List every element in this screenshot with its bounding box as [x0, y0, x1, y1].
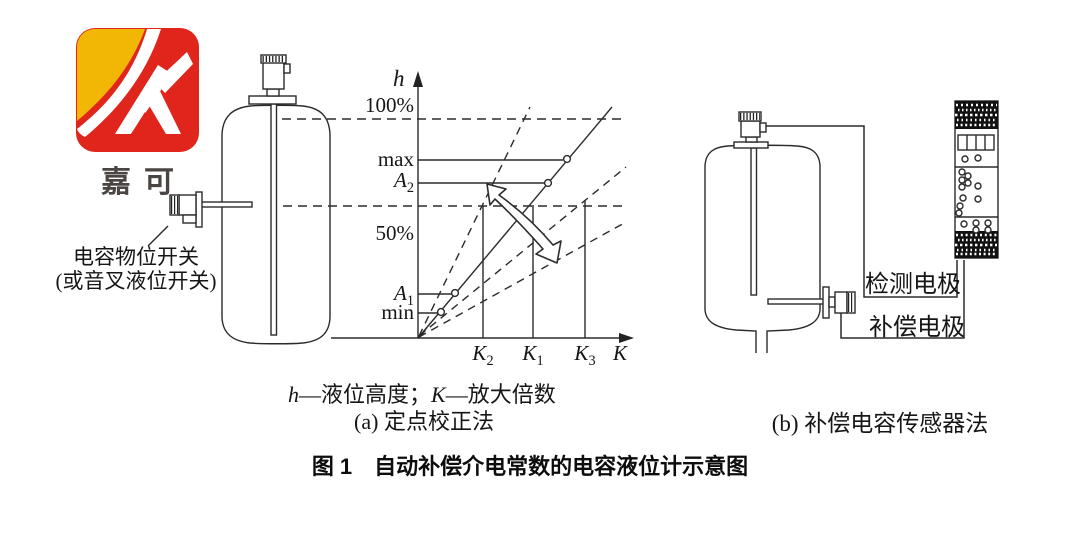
logo-text: 嘉可: [101, 166, 187, 199]
left-tank: [147, 54, 626, 345]
line-k1-solid: [417, 106, 613, 339]
compensation-electrode-wire: [840, 260, 965, 339]
tick-50pct: 50%: [375, 221, 415, 245]
transmitter-head: [248, 54, 297, 105]
jiake-logo: [75, 27, 200, 153]
switch-label-line1: 电容物位开关: [73, 245, 199, 269]
side-level-switch: [147, 191, 253, 247]
a2-point: [543, 178, 553, 188]
tick-min: min: [381, 300, 414, 324]
switch-label-line2: (或音叉液位开关): [55, 269, 217, 293]
shift-double-arrow: [486, 183, 562, 264]
logo-swoosh: [77, 29, 161, 137]
side-compensation-sensor: [767, 286, 856, 319]
tick-100pct: 100%: [365, 93, 414, 117]
tick-a2: A2: [394, 168, 414, 197]
caption-b: (b) 补偿电容传感器法: [771, 411, 989, 436]
sensor-flange: [822, 286, 830, 319]
figure-number: 图 1: [311, 454, 353, 479]
probe-rod: [270, 103, 278, 336]
probe-rod: [750, 147, 758, 296]
caption-a: (a) 定点校正法: [354, 409, 494, 434]
logo-yellow-wedge: [77, 29, 145, 121]
right-tank: [704, 100, 999, 353]
line-k2-dashed: [418, 106, 531, 337]
transmitter-head: [733, 111, 769, 149]
capacitance-switch-label: 电容物位开关 (或音叉液位开关): [47, 245, 225, 293]
tank-outline: [704, 144, 821, 353]
head-nub: [283, 63, 291, 74]
sensor-body: [834, 291, 848, 314]
detect-electrode-label: 检测电极: [865, 272, 961, 298]
calibration-graph: [331, 71, 634, 343]
compensation-electrode-label: 补偿电极: [869, 315, 965, 341]
head-step: [745, 136, 758, 143]
module-terminals: [955, 154, 992, 234]
module-bottom-speckle: [955, 233, 997, 256]
min-point: [436, 307, 446, 317]
head-body: [740, 120, 761, 138]
sensor-rod: [767, 298, 825, 305]
max-point: [562, 154, 572, 164]
module-top-speckle: [955, 103, 997, 127]
sensor-neck: [828, 296, 836, 308]
line-k3-dashed: [418, 166, 627, 337]
tick-k3: K3: [574, 341, 596, 370]
tick-a1: A1: [394, 281, 414, 310]
detect-electrode-wire: [766, 125, 958, 298]
logo-k-notch: [131, 112, 157, 134]
y-axis-title: h: [393, 66, 405, 91]
line-extra-dashed: [418, 221, 627, 338]
a1-point: [450, 288, 460, 298]
y-axis-arrowhead: [413, 71, 423, 87]
head-nub: [759, 122, 767, 133]
head-body: [262, 61, 285, 90]
head-flange: [248, 95, 297, 105]
x-axis-arrowhead: [619, 333, 634, 343]
tick-k2: K2: [472, 341, 494, 370]
jiake-logo-mark: [76, 28, 199, 152]
graph-legend: h—液位高度；K—放大倍数: [288, 382, 556, 407]
tick-k1: K1: [522, 341, 544, 370]
logo-k-glyph: [115, 52, 193, 134]
tick-max: max: [377, 147, 414, 171]
switch-rod: [200, 201, 253, 208]
head-flange: [733, 141, 769, 149]
tank-outline: [221, 104, 331, 345]
converter-module: [954, 100, 999, 259]
switch-step: [182, 214, 197, 224]
figure-caption: 图 1 自动补偿介电常数的电容液位计示意图: [0, 449, 1060, 481]
x-axis-title: K: [612, 341, 627, 365]
head-cap: [260, 54, 287, 64]
label-pointer-line: [147, 225, 169, 247]
head-step: [266, 88, 280, 97]
figure-title: 自动补偿介电常数的电容液位计示意图: [374, 454, 749, 479]
